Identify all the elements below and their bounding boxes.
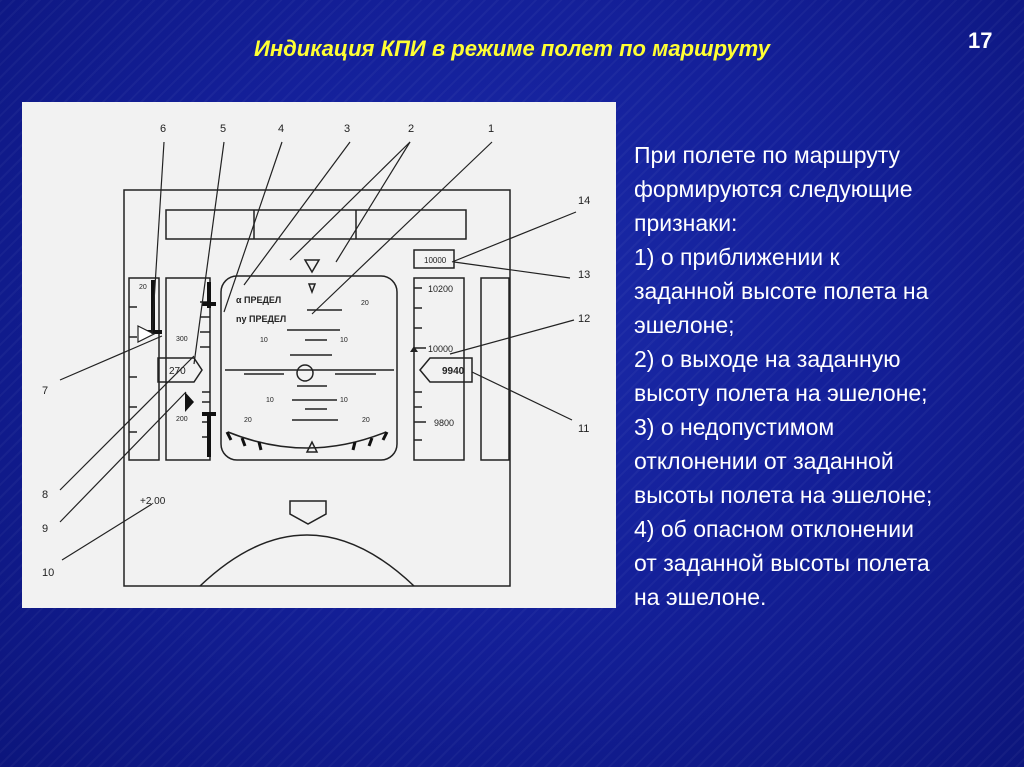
altitude-mark-9800: 9800 [434, 418, 454, 428]
description-item-4: 4) об опасном отклонении от заданной выс… [634, 516, 930, 610]
altitude-value: 9940 [442, 366, 465, 377]
ny-limit-label: nу ПРЕДЕЛ [236, 314, 286, 324]
leader-lines [59, 141, 577, 561]
speed-value: 270 [169, 366, 186, 377]
attitude-indicator [220, 275, 398, 461]
vsi-top-mark: 20 [139, 284, 147, 291]
pitch-mark: 10 [340, 397, 348, 404]
kpi-diagram: 6 5 4 3 2 1 14 13 12 11 7 8 9 10 20 300 … [22, 102, 616, 608]
heading-pointer [289, 500, 327, 525]
description-item-2: 2) о выходе на заданную высоту полета на… [634, 346, 928, 406]
description-intro: При полете по маршруту формируются следу… [634, 142, 913, 236]
callout-5: 5 [220, 123, 226, 135]
callout-13: 13 [578, 269, 590, 281]
speed-mark-300: 300 [176, 336, 188, 343]
altitude-mark-10000: 10000 [428, 344, 453, 354]
heading-arc [199, 534, 415, 587]
aircraft-symbol [296, 364, 314, 382]
pitch-mark: 20 [361, 300, 369, 307]
callout-9: 9 [42, 523, 48, 535]
slide-title: Индикация КПИ в режиме полет по маршруту [254, 36, 770, 61]
selected-altitude-value: 10000 [424, 256, 447, 265]
speed-box [157, 357, 203, 383]
altitude-bar [480, 277, 510, 461]
alpha-limit-label: α ПРЕДЕЛ [236, 295, 281, 305]
altitude-tape [413, 277, 465, 461]
selected-altitude-box [413, 249, 455, 269]
callout-8: 8 [42, 489, 48, 501]
callout-10: 10 [42, 567, 54, 579]
vertical-speed-tape [128, 277, 160, 461]
description-item-1: 1) о приближении к заданной высоте полет… [634, 244, 929, 338]
pitch-mark: 10 [340, 337, 348, 344]
speed-tape [165, 277, 211, 461]
pitch-mark: 20 [362, 417, 370, 424]
callout-11: 11 [578, 423, 589, 435]
pitch-mark: 10 [260, 337, 268, 344]
pitch-mark: 10 [266, 397, 274, 404]
altitude-box [419, 357, 473, 383]
slide-number: 17 [968, 28, 993, 53]
vertical-speed-value: +2.00 [140, 496, 166, 507]
speed-mark-200: 200 [176, 416, 188, 423]
top-bar [165, 209, 467, 240]
slip-triangle [303, 259, 321, 274]
callout-12: 12 [578, 313, 590, 325]
callout-6: 6 [160, 123, 166, 135]
callout-2: 2 [408, 123, 414, 135]
description-text: При полете по маршруту формируются следу… [634, 138, 1014, 614]
kpi-diagram-svg: 6 5 4 3 2 1 14 13 12 11 7 8 9 10 20 300 … [42, 123, 590, 587]
altitude-mark-10200: 10200 [428, 284, 453, 294]
callout-14: 14 [578, 195, 590, 207]
callout-4: 4 [278, 123, 284, 135]
description-item-3: 3) о недопустимом отклонении от заданной… [634, 414, 933, 508]
callout-1: 1 [488, 123, 494, 135]
pitch-mark: 20 [244, 417, 252, 424]
callout-3: 3 [344, 123, 350, 135]
callout-7: 7 [42, 385, 48, 397]
display-frame [123, 189, 511, 587]
